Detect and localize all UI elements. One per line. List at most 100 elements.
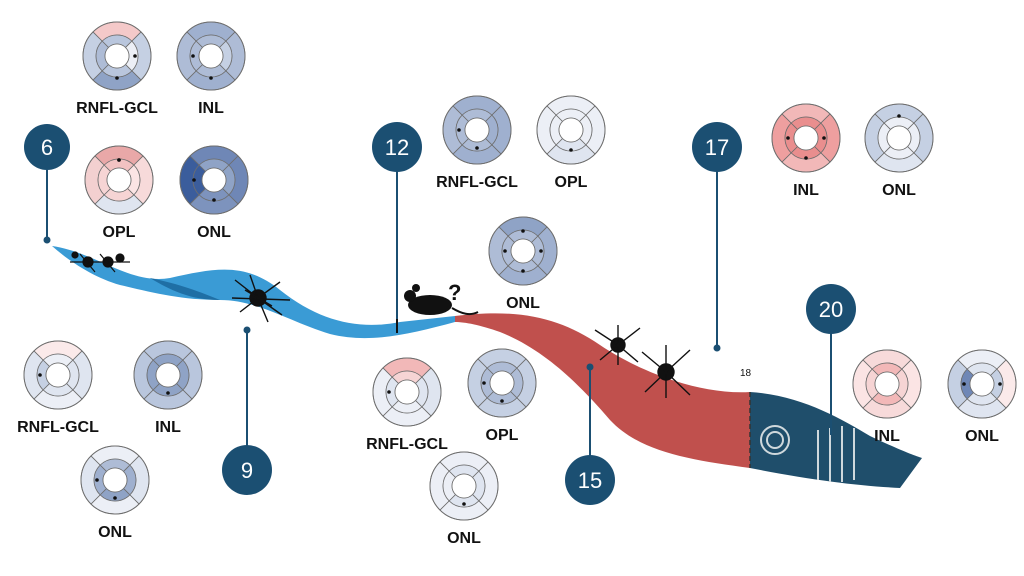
ribbon-red-segment (455, 313, 750, 468)
c9-onl-label: ONL (98, 524, 132, 541)
c17-inl-significance-dot (822, 136, 826, 140)
c12-rnfl-label: RNFL-GCL (436, 174, 518, 191)
marker-17: 17 (692, 122, 742, 352)
c9-rnfl-outline (23, 340, 93, 410)
c15-opl-significance-dot (500, 399, 504, 403)
mouse-icon: ? (404, 280, 479, 316)
c20-onl-label: ONL (965, 428, 999, 445)
c9-inl-ring-chart: INL (133, 340, 203, 436)
c6-opl-outline (84, 145, 154, 215)
marker-20-label: 20 (819, 297, 843, 322)
c12-opl-outline (536, 95, 606, 165)
c6-onl-significance-dot (212, 198, 216, 202)
c20-onl-significance-dot (962, 382, 966, 386)
c9-onl-outline (80, 445, 150, 515)
c6-inl-label: INL (198, 100, 224, 117)
c6-inl-significance-dot (209, 76, 213, 80)
c20-onl-significance-dot (998, 382, 1002, 386)
c17-inl-significance-dot (804, 156, 808, 160)
c12-onl-outline (488, 216, 558, 286)
c6-rnfl-significance-dot (115, 76, 119, 80)
c15-onl-significance-dot (462, 502, 466, 506)
c9-rnfl-significance-dot (38, 373, 42, 377)
c12-onl-significance-dot (521, 269, 525, 273)
c15-onl-ring-chart: ONL (429, 451, 499, 547)
c12-onl-label: ONL (506, 295, 540, 312)
c6-onl-ring-chart: ONL (179, 145, 249, 241)
c17-onl-significance-dot (897, 114, 901, 118)
c9-rnfl-label: RNFL-GCL (17, 419, 99, 436)
marker-6-label: 6 (41, 135, 53, 160)
marker-20: 20 (806, 284, 856, 435)
c6-onl-center (201, 167, 227, 193)
c6-onl-outline (179, 145, 249, 215)
marker-9-label: 9 (241, 458, 253, 483)
c12-onl-significance-dot (503, 249, 507, 253)
c17-onl-ring-chart: ONL (864, 103, 934, 199)
c15-rnfl-significance-dot (387, 390, 391, 394)
c6-rnfl-significance-dot (133, 54, 137, 58)
c15-onl-center (451, 473, 477, 499)
c6-rnfl-outline (82, 21, 152, 91)
marker-12-label: 12 (385, 135, 409, 160)
c20-inl-label: INL (874, 428, 900, 445)
c17-onl-label: ONL (882, 182, 916, 199)
c6-inl-center (198, 43, 224, 69)
marker-17-label: 17 (705, 135, 729, 160)
c15-onl-label: ONL (447, 530, 481, 547)
c9-rnfl-ring-chart: RNFL-GCL (17, 340, 99, 436)
c12-onl-ring-chart: ONL (488, 216, 558, 312)
microglia-cluster-icon (231, 274, 291, 323)
c12-opl-ring-chart: OPL (536, 95, 606, 191)
c6-opl-ring-chart: OPL (84, 145, 154, 241)
c12-rnfl-center (464, 117, 490, 143)
c12-opl-label: OPL (555, 174, 588, 191)
c9-inl-outline (133, 340, 203, 410)
c17-inl-ring-chart: INL (771, 103, 841, 199)
c15-opl-outline (467, 348, 537, 418)
retina-cross-section-icon (760, 425, 855, 482)
c6-opl-significance-dot (117, 158, 121, 162)
c15-opl-significance-dot (482, 381, 486, 385)
c12-onl-significance-dot (521, 229, 525, 233)
c9-inl-significance-dot (166, 391, 170, 395)
c12-rnfl-ring-chart: RNFL-GCL (436, 95, 518, 191)
activated-microglia-icon (594, 325, 691, 398)
c15-rnfl-outline (372, 357, 442, 427)
c12-onl-center (510, 238, 536, 264)
ganglion-cells-icon (70, 251, 130, 273)
c17-inl-label: INL (793, 182, 819, 199)
c12-opl-center (558, 117, 584, 143)
marker-12: 12 (372, 122, 422, 333)
c20-inl-center (874, 371, 900, 397)
c20-onl-center (969, 371, 995, 397)
marker-15-label: 15 (578, 468, 602, 493)
c6-onl-significance-dot (192, 178, 196, 182)
c15-opl-label: OPL (486, 427, 519, 444)
c20-inl-outline (852, 349, 922, 419)
c9-rnfl-center (45, 362, 71, 388)
c20-onl-outline (947, 349, 1017, 419)
c9-onl-ring-chart: ONL (80, 445, 150, 541)
c6-inl-ring-chart: INL (176, 21, 246, 117)
question-mark: ? (448, 280, 461, 305)
c6-inl-significance-dot (191, 54, 195, 58)
c9-onl-significance-dot (113, 496, 117, 500)
c9-onl-significance-dot (95, 478, 99, 482)
c9-inl-center (155, 362, 181, 388)
c6-inl-outline (176, 21, 246, 91)
c12-rnfl-significance-dot (475, 146, 479, 150)
c17-onl-outline (864, 103, 934, 173)
marker-9: 9 (222, 326, 272, 495)
c12-opl-significance-dot (569, 148, 573, 152)
c15-onl-outline (429, 451, 499, 521)
c17-inl-significance-dot (786, 136, 790, 140)
c15-rnfl-label: RNFL-GCL (366, 436, 448, 453)
c6-rnfl-ring-chart: RNFL-GCL (76, 21, 158, 117)
c6-opl-center (106, 167, 132, 193)
c15-opl-center (489, 370, 515, 396)
ribbon-navy-segment (750, 392, 922, 488)
c12-rnfl-outline (442, 95, 512, 165)
c9-inl-label: INL (155, 419, 181, 436)
